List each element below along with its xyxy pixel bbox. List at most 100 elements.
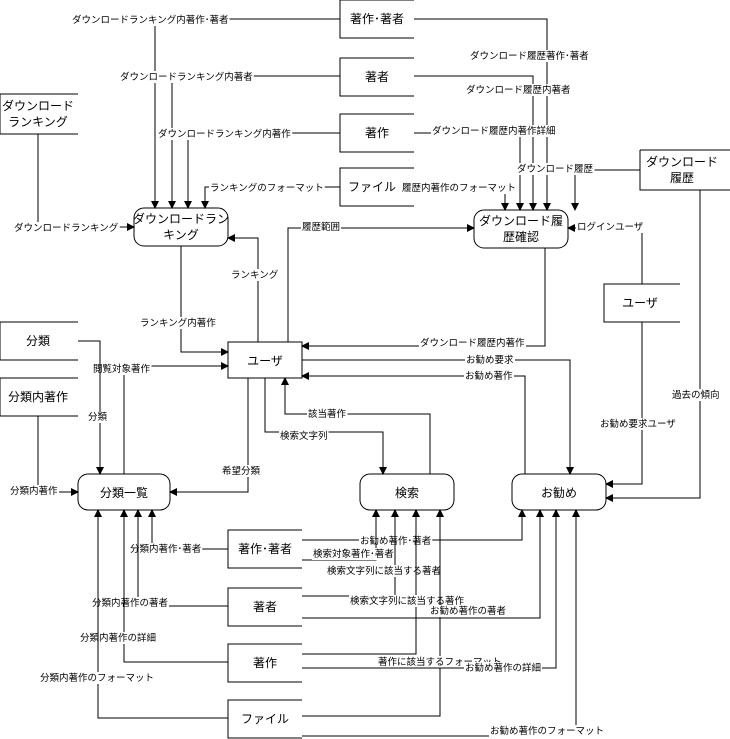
flow-osusume-format-label: お勧め著作のフォーマット [490, 725, 604, 737]
label-background [349, 595, 466, 607]
store-dl-ranking-label-1: ダウンロード [2, 98, 74, 113]
flow-dl-ranking-label: ダウンロードランキング [14, 222, 119, 234]
label-background [307, 408, 348, 420]
flow-rank-chosaku-chosha: ダウンロードランキング内著作･著者 [71, 14, 340, 209]
process-bunrui-list-label: 分類一覧 [100, 486, 148, 500]
store-dl-history-label-2: 履歴 [670, 171, 694, 185]
store-chosaku-top-label: 著作 [365, 126, 389, 140]
flow-dl-history-label: ダウンロード履歴 [517, 163, 594, 175]
label-background [489, 725, 606, 737]
label-background [301, 221, 342, 233]
flow-osusume-chosha: お勧め著作の著者 [302, 509, 544, 619]
flow-gaitou-chosaku: 該当著作 [281, 377, 431, 474]
label-background [91, 597, 170, 609]
label-background [79, 632, 158, 644]
store-dl-history: ダウンロード 履歴 [639, 149, 730, 191]
flow-search-match-chosaku-label: 検索文字列に該当する著作 [350, 595, 465, 607]
label-background [419, 337, 527, 349]
store-chosaku-bottom: 著作 [227, 643, 302, 683]
process-osusume-label: お勧め [541, 486, 577, 500]
flow-browse-target-label: 閲覧対象著作 [93, 363, 151, 375]
flow-osusume-request: お勧め要求 [302, 354, 574, 475]
store-user-label: ユーザ [622, 296, 658, 310]
flow-osusume-chosha-label: お勧め著作の著者 [430, 605, 506, 617]
flow-search-string-label: 検索文字列 [280, 430, 328, 442]
label-background [119, 71, 254, 83]
flow-history-range-label: 履歴範囲 [302, 221, 340, 233]
store-bunrui-label: 分類 [26, 334, 50, 348]
flow-hist-chosha: ダウンロード履歴内著者 [414, 75, 572, 211]
store-file-top-label: ファイル [348, 180, 396, 194]
flow-past-trend: 過去の傾向 [605, 190, 721, 502]
label-background [401, 182, 518, 194]
label-background [359, 535, 433, 547]
process-kensaku-label: 検索 [395, 486, 419, 500]
store-chosaku-chosha-top: 著作･著者 [339, 0, 414, 39]
flow-hist-chosha-label: ダウンロード履歴内著者 [466, 84, 571, 96]
label-background [157, 128, 293, 140]
flow-login-user-label: ログインユーザ [577, 221, 644, 233]
flow-bunrui-format-label: 分類内著作のフォーマット [40, 672, 154, 684]
flow-kibou-bunrui-label: 希望分類 [222, 465, 261, 477]
store-chosaku-chosha-bottom: 著作･著者 [227, 529, 302, 569]
flow-search-match-chosha-label: 検索文字列に該当する著者 [327, 565, 441, 577]
label-background [129, 543, 203, 555]
flow-browse-target: 閲覧対象著作 [92, 362, 229, 474]
flow-bunrui-chosha: 分類内著作の著者 [91, 509, 228, 609]
entity-user: ユーザ [227, 341, 303, 379]
store-bunrui: 分類 [0, 321, 78, 361]
flow-search-target-label: 検索対象著作･著者 [313, 548, 394, 560]
flow-past-trend-label: 過去の傾向 [672, 389, 720, 401]
store-file-bottom: ファイル [227, 699, 302, 739]
entity-user-label: ユーザ [247, 354, 283, 368]
label-background [312, 548, 395, 560]
flow-bunrui-detail-label: 分類内著作の詳細 [80, 632, 156, 644]
store-dl-ranking-label-2: ランキング [8, 115, 68, 129]
label-background [230, 269, 280, 281]
flow-osusume-chosaku-label: お勧め著作 [465, 370, 513, 382]
flow-hist-chosaku-detail-label: ダウンロード履歴内著作詳細 [432, 125, 556, 137]
flow-kibou-bunrui: 希望分類 [169, 378, 262, 496]
store-chosha-top: 著者 [339, 57, 414, 97]
store-chosha-top-label: 著者 [365, 70, 389, 84]
label-background [71, 14, 230, 26]
store-chosaku-bottom-label: 著作 [253, 656, 277, 670]
flow-login-user: ログインユーザ [567, 221, 645, 284]
flow-rank-chosaku-chosha-label: ダウンロードランキング内著作･著者 [72, 14, 228, 26]
label-background [326, 565, 443, 577]
flow-osusume-request-user: お勧め要求ユーザ [599, 322, 678, 488]
label-background [464, 662, 543, 674]
store-chosha-bottom: 著者 [227, 587, 302, 627]
store-file-bottom-label: ファイル [241, 712, 289, 726]
label-background [671, 389, 721, 401]
label-background [599, 418, 678, 430]
flow-hist-chosaku-label: ダウンロード履歴内著作 [420, 337, 525, 349]
store-bunrui-chosaku-label: 分類内著作 [8, 390, 68, 404]
flow-bunrui-nai-chosaku: 分類内著作 [9, 416, 79, 497]
flow-bunrui-chosaku-chosha: 分類内著作･著者 [129, 509, 228, 555]
flow-hist-format: 履歴内著作のフォーマット [401, 182, 518, 211]
label-background [431, 125, 557, 137]
flow-search-match-chosaku: 検索文字列に該当する著作 [302, 509, 466, 655]
flow-search-string: 検索文字列 [264, 378, 387, 475]
flow-osusume-request-user-label: お勧め要求ユーザ [600, 418, 676, 430]
flow-osusume-format: お勧め著作のフォーマット [302, 509, 606, 737]
flow-rank-chosaku: ダウンロードランキング内著作 [157, 128, 340, 209]
label-background [139, 317, 218, 329]
flow-ranking: ランキング [227, 234, 280, 342]
process-history-label-1: ダウンロード履 [479, 213, 563, 228]
flow-ranking-format: ランキングのフォーマット [201, 182, 340, 209]
flow-hist-format-label: 履歴内著作のフォーマット [402, 182, 516, 194]
flow-dl-ranking: ダウンロードランキング [13, 134, 135, 234]
flow-bunrui-nai-chosaku-label: 分類内著作 [10, 485, 58, 497]
label-background [39, 672, 156, 684]
flow-rank-chosaku-label: ダウンロードランキング内著作 [158, 128, 291, 140]
process-kensaku: 検索 [359, 473, 455, 511]
flow-osusume-detail: お勧め著作の詳細 [302, 509, 560, 674]
process-ranking-label-1: ダウンロードラン [133, 211, 229, 226]
flow-rank-chosha: ダウンロードランキング内著者 [119, 71, 340, 209]
flow-osusume-detail-label: お勧め著作の詳細 [465, 662, 541, 674]
flow-search-target: 検索対象著作･著者 [302, 509, 395, 561]
label-background [429, 605, 508, 617]
